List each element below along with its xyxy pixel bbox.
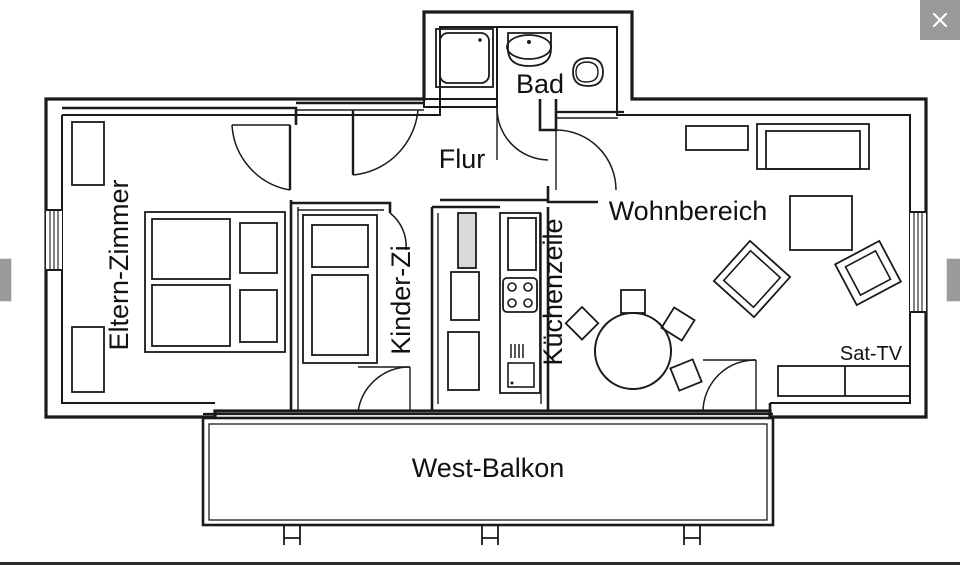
- prev-image-button[interactable]: [0, 258, 12, 302]
- bottom-divider: [0, 562, 960, 565]
- sideboard: [685, 125, 749, 151]
- bad-fixtures: [435, 28, 604, 88]
- toilet: [572, 57, 604, 87]
- dining-table-round: [594, 312, 672, 390]
- upper-cabinet: [507, 217, 537, 271]
- bed-surround: [144, 211, 286, 353]
- west-balkon: [201, 412, 775, 545]
- wall-flur-wohn-bottom: [546, 186, 598, 204]
- balcony-outline: [201, 416, 775, 527]
- wardrobe-lower: [71, 326, 105, 393]
- drainer: [510, 344, 524, 358]
- door-swings: [231, 106, 757, 413]
- label-bad: Bad: [516, 69, 564, 99]
- shower-tray: [435, 28, 494, 88]
- wall-bath-bottom-step: [423, 98, 498, 108]
- left-wall-window: [46, 209, 62, 271]
- wardrobe-upper: [71, 121, 105, 186]
- sofa: [756, 123, 870, 170]
- tv-unit: [777, 365, 911, 397]
- sink: [507, 362, 535, 388]
- wall-cabinet-tall: [457, 212, 477, 269]
- label-west-balkon: West-Balkon: [412, 453, 565, 483]
- armchair-right: [833, 239, 903, 307]
- next-image-button[interactable]: [946, 258, 960, 302]
- label-kuechenzeile: Küchenzeile: [538, 218, 568, 365]
- room-labels: Bad Flur Eltern-Zimmer Kinder-Zi Küchenz…: [104, 69, 903, 483]
- eltern-furniture: [71, 121, 286, 393]
- balcony-support-posts: [283, 525, 701, 545]
- corridor-cabinet-mid: [450, 271, 480, 321]
- eltern-door: [231, 124, 292, 191]
- dining-chair-lower-right: [669, 358, 703, 392]
- kinder-desk: [311, 224, 369, 268]
- dining-chair-top: [620, 289, 646, 314]
- flur-door-left: [351, 109, 419, 176]
- kinder-door-top: [389, 212, 407, 251]
- kinder-unit-surround: [302, 214, 378, 364]
- label-flur: Flur: [439, 144, 486, 174]
- label-wohnbereich: Wohnbereich: [609, 196, 768, 226]
- kinder-bed: [311, 274, 369, 356]
- coffee-table: [712, 239, 792, 319]
- kinder-door-bottom: [357, 366, 411, 413]
- label-kinder-zi: Kinder-Zi: [386, 245, 416, 355]
- counter-run: [499, 212, 541, 394]
- corridor-cabinet-low: [447, 331, 480, 391]
- nightstand-upper: [239, 222, 278, 274]
- dining-chair-upper-right: [660, 306, 696, 342]
- dining-chair-left: [564, 305, 600, 341]
- side-table: [789, 195, 853, 251]
- label-eltern-zimmer: Eltern-Zimmer: [104, 179, 134, 350]
- mattress-upper: [151, 218, 231, 280]
- stove-four-burner: [502, 277, 538, 313]
- outer-walls: [44, 10, 928, 419]
- balcony-inner: [208, 423, 768, 521]
- mattress-lower: [151, 284, 231, 347]
- kuechenzeile-fixtures: [447, 212, 541, 394]
- washbasin: [506, 32, 552, 67]
- wall-kinder-top: [291, 201, 392, 213]
- close-icon: [932, 12, 948, 28]
- kinder-furniture: [302, 214, 378, 364]
- label-sat-tv: Sat-TV: [840, 343, 903, 365]
- bad-door: [496, 106, 549, 161]
- wohnbereich-door: [555, 129, 617, 191]
- right-wall-window: [910, 211, 926, 313]
- interior-walls: [62, 12, 772, 411]
- building-outline: [44, 10, 928, 419]
- nightstand-lower: [239, 289, 278, 343]
- wall-flur-right: [538, 99, 558, 132]
- wohnbereich-furniture: [564, 123, 911, 397]
- wall-eltern-top: [62, 106, 298, 125]
- close-button[interactable]: [920, 0, 960, 40]
- balcony-door: [702, 359, 757, 413]
